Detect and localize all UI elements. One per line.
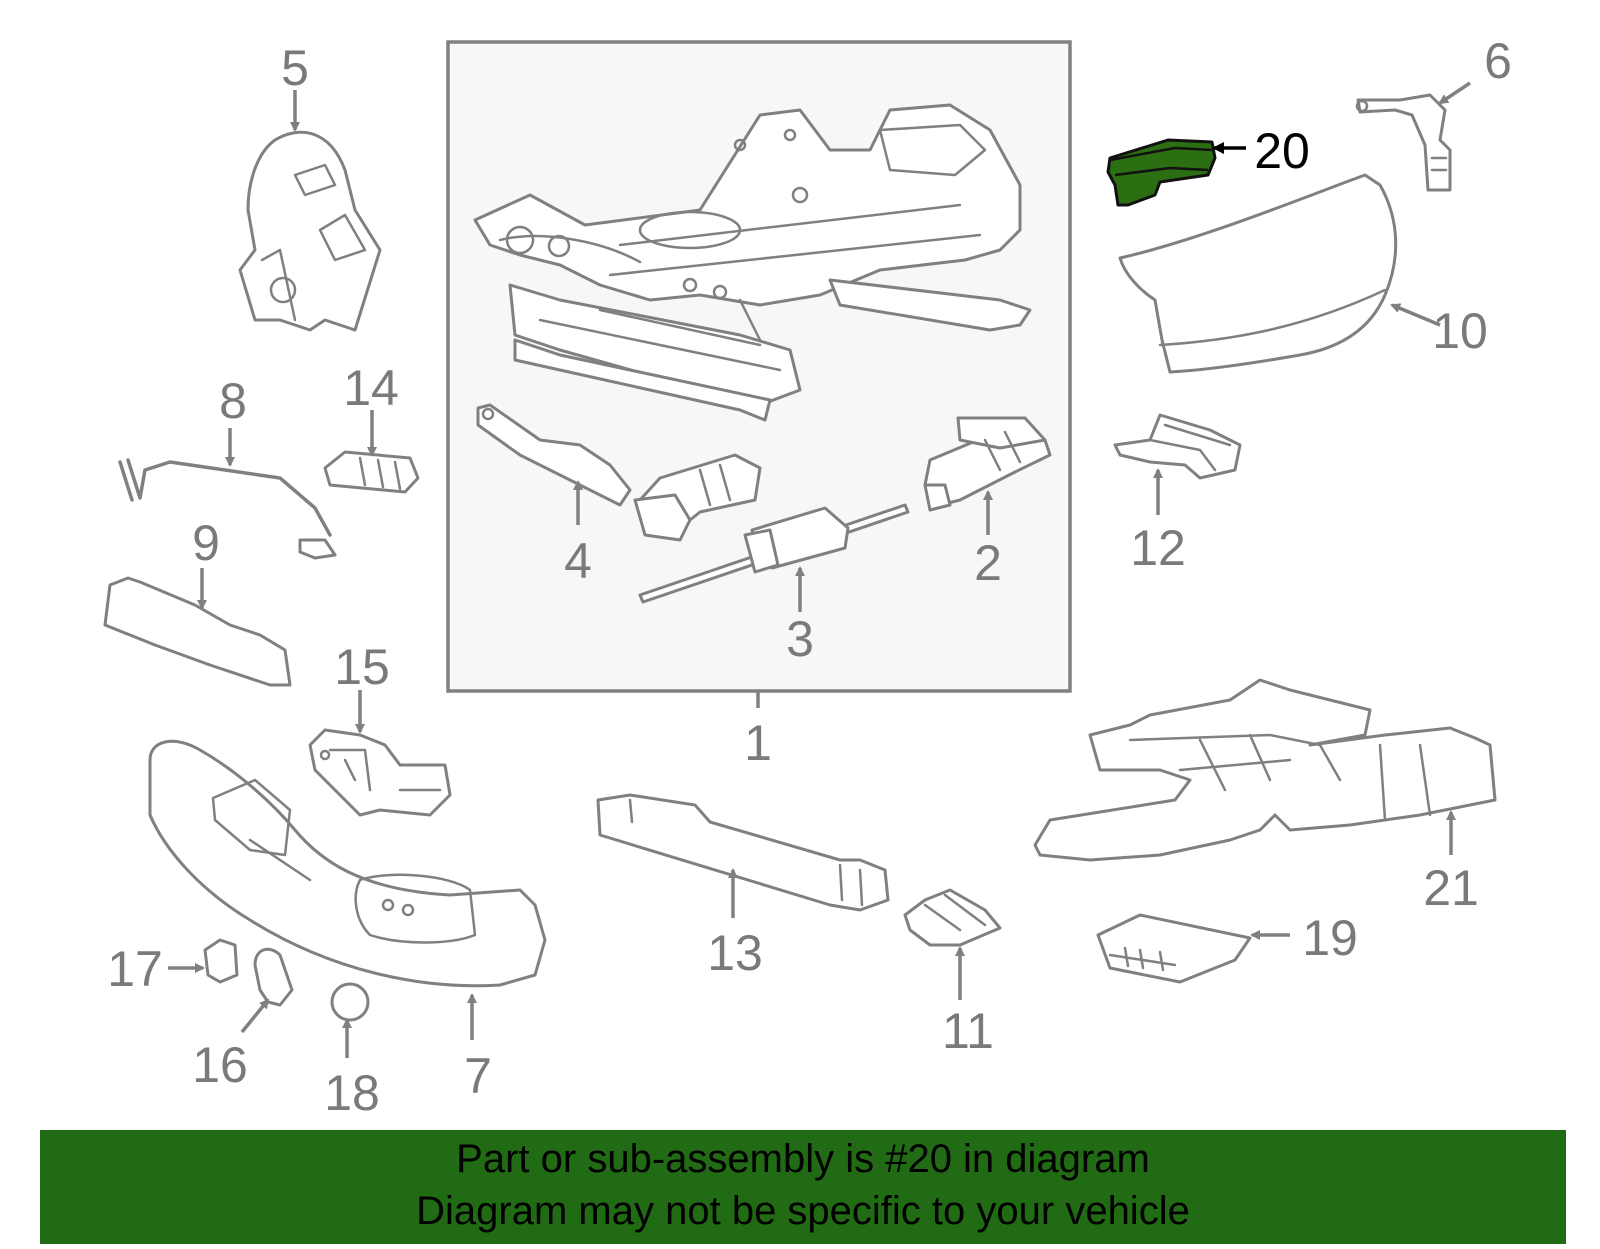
callout-2: 2 xyxy=(974,535,1002,591)
part-15-bracket xyxy=(308,728,452,817)
callout-9: 9 xyxy=(192,515,220,571)
part-11-bracket xyxy=(903,888,1002,947)
callout-1: 1 xyxy=(744,715,772,771)
callout-20: 20 xyxy=(1254,123,1310,179)
callout-15: 15 xyxy=(334,639,390,695)
callout-4: 4 xyxy=(564,533,592,589)
callout-10: 10 xyxy=(1432,303,1488,359)
banner-line-1: Part or sub-assembly is #20 in diagram xyxy=(456,1137,1150,1181)
part-20-highlighted xyxy=(1106,138,1217,207)
callout-13: 13 xyxy=(707,925,763,981)
part-13-trim xyxy=(596,793,890,912)
part-16-knob xyxy=(253,947,294,1007)
part-5-cover xyxy=(238,130,382,332)
callout-6: 6 xyxy=(1484,33,1512,89)
callout-7: 7 xyxy=(464,1048,492,1104)
part-8-wire xyxy=(118,458,337,560)
callout-11: 11 xyxy=(942,1003,994,1059)
callout-16: 16 xyxy=(192,1037,248,1093)
callout-14: 14 xyxy=(343,360,399,416)
callout-18: 18 xyxy=(324,1065,380,1121)
leader-lines xyxy=(168,81,1471,1058)
part-19-module xyxy=(1096,913,1252,984)
callout-labels: 1 2 3 4 5 6 7 8 9 10 11 12 13 14 15 16 1… xyxy=(107,33,1512,1121)
part-21-cover xyxy=(1033,678,1497,862)
part-9-trim xyxy=(103,576,292,687)
callout-12: 12 xyxy=(1130,520,1186,576)
callout-21: 21 xyxy=(1423,860,1479,916)
part-6-bracket xyxy=(1355,93,1452,192)
callout-17: 17 xyxy=(107,941,163,997)
part-7-side-panel xyxy=(148,739,547,988)
part-3-rod-actuator xyxy=(638,503,910,604)
callout-19: 19 xyxy=(1302,910,1358,966)
callout-5: 5 xyxy=(281,40,309,96)
part-10-cushion xyxy=(1118,173,1398,374)
callout-8: 8 xyxy=(219,373,247,429)
part-4-motor-arm xyxy=(476,403,762,542)
part-2-motor xyxy=(923,416,1052,512)
info-banner: Part or sub-assembly is #20 in diagram D… xyxy=(40,1130,1566,1244)
callout-3: 3 xyxy=(786,611,814,667)
parts-diagram: 1 2 3 4 5 6 7 8 9 10 11 12 13 14 15 16 1… xyxy=(103,33,1512,1121)
part-17-knob xyxy=(203,938,239,984)
part-14-clip xyxy=(323,450,420,494)
part-18-plug xyxy=(330,982,370,1022)
seat-adjuster-frame xyxy=(473,103,1032,422)
part-12-bracket xyxy=(1113,413,1242,480)
banner-line-2: Diagram may not be specific to your vehi… xyxy=(416,1189,1190,1233)
